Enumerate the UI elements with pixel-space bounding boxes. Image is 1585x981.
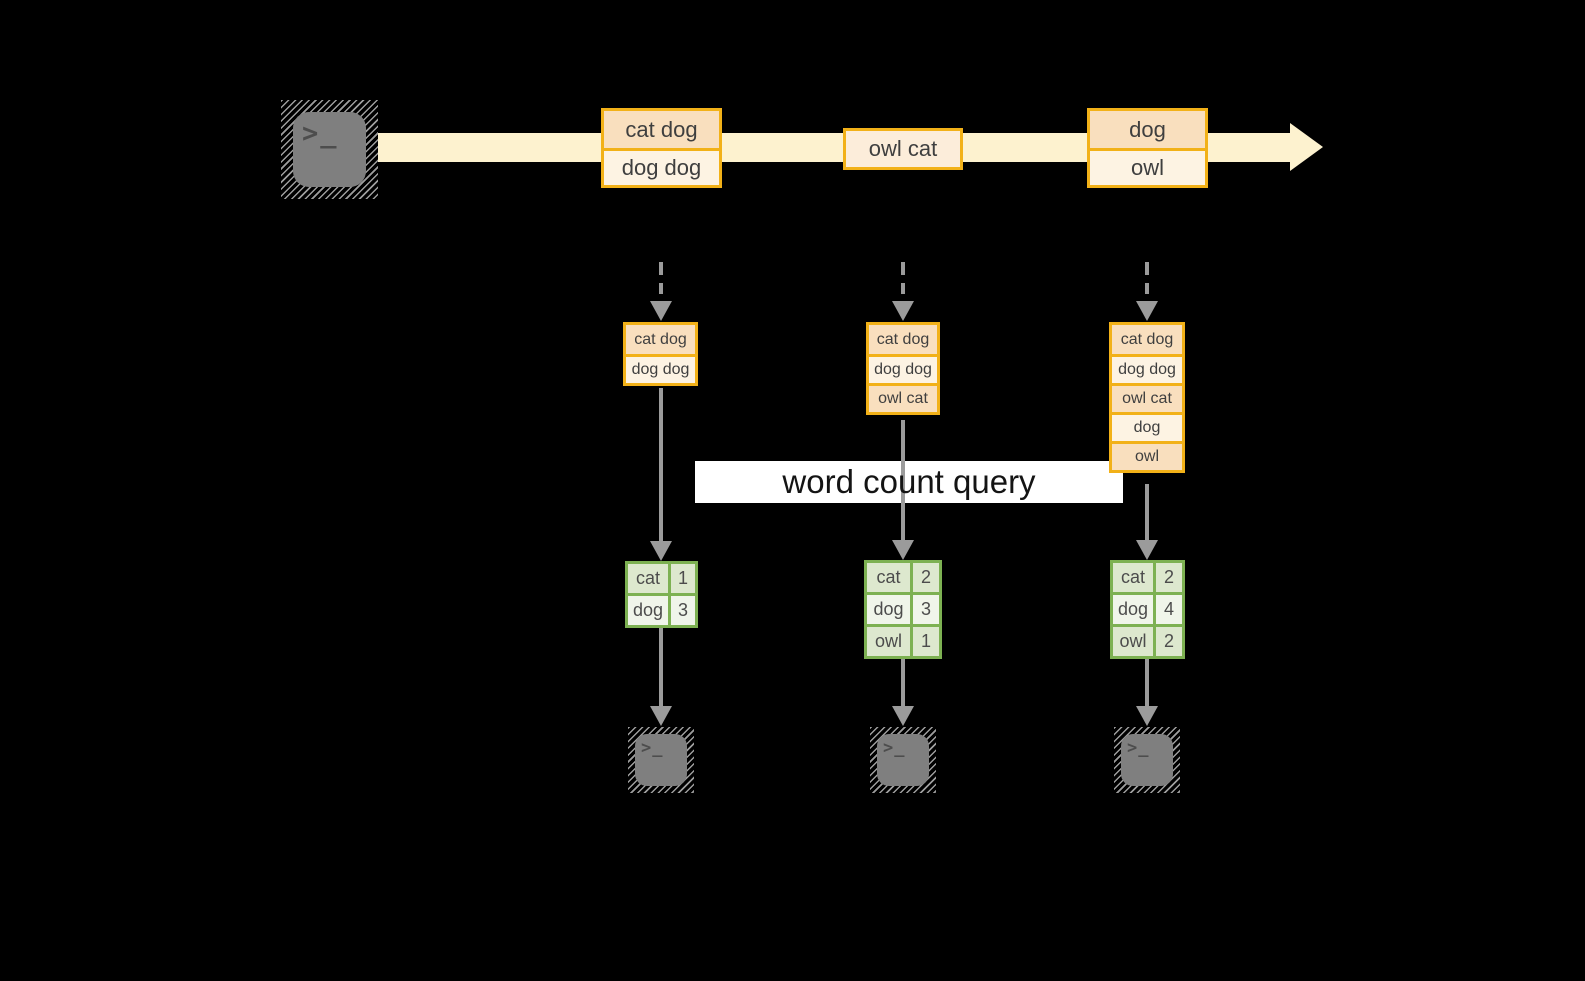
output-terminal-icon-1: >_ (628, 727, 694, 793)
output-terminal-screen: >_ (635, 734, 687, 786)
stream-event-text: owl cat (846, 131, 960, 167)
table-to-output-arrow-1 (659, 627, 663, 707)
snapshot-event-text: dog dog (869, 354, 937, 383)
table-count-cell: 2 (913, 563, 939, 592)
snapshot-event-text: owl (1112, 441, 1182, 470)
output-terminal-icon-3: >_ (1114, 727, 1180, 793)
snapshot-event-text: cat dog (1112, 325, 1182, 354)
source-terminal-icon: >_ (281, 100, 378, 199)
state-to-table-arrow-1 (659, 388, 663, 542)
table-word-cell: cat (867, 563, 910, 592)
table-to-output-arrow-2 (901, 658, 905, 706)
table-count-cell: 2 (1156, 563, 1182, 592)
stream-event-text: cat dog (604, 111, 719, 148)
word-count-table-1: cat 1 dog 3 (625, 561, 698, 628)
snapshot-event-text: dog (1112, 412, 1182, 441)
stream-to-state-dashed-arrow-1 (659, 262, 663, 294)
stream-event-box-3: dog owl (1087, 108, 1208, 188)
output-terminal-screen: >_ (877, 734, 929, 786)
terminal-prompt-glyph: >_ (883, 738, 906, 758)
snapshot-event-text: cat dog (869, 325, 937, 354)
stream-event-box-2: owl cat (843, 128, 963, 170)
query-label-band (695, 461, 1123, 503)
arrowhead-icon (650, 541, 672, 561)
table-count-cell: 4 (1156, 595, 1182, 624)
arrowhead-icon (1136, 301, 1158, 321)
arrowhead-icon (1136, 706, 1158, 726)
state-snapshot-box-3: cat dog dog dog owl cat dog owl (1109, 322, 1185, 473)
state-to-table-arrow-2 (901, 420, 905, 540)
stream-event-text: owl (1090, 148, 1205, 185)
arrowhead-icon (892, 706, 914, 726)
table-to-output-arrow-3 (1145, 658, 1149, 706)
stream-event-text: dog (1090, 111, 1205, 148)
state-snapshot-box-1: cat dog dog dog (623, 322, 698, 386)
state-to-table-arrow-3 (1145, 484, 1149, 540)
table-word-cell: dog (1113, 595, 1153, 624)
table-count-cell: 3 (913, 595, 939, 624)
output-terminal-icon-2: >_ (870, 727, 936, 793)
word-count-table-2: cat 2 dog 3 owl 1 (864, 560, 942, 659)
arrowhead-icon (1136, 540, 1158, 560)
snapshot-event-text: dog dog (626, 354, 695, 383)
table-count-cell: 2 (1156, 627, 1182, 656)
table-word-cell: cat (628, 564, 668, 593)
arrowhead-icon (892, 301, 914, 321)
stream-timeline-arrowhead (1290, 123, 1323, 171)
table-count-cell: 1 (671, 564, 695, 593)
table-count-cell: 3 (671, 596, 695, 625)
terminal-prompt-glyph: >_ (1127, 738, 1150, 758)
snapshot-event-text: dog dog (1112, 354, 1182, 383)
table-count-cell: 1 (913, 627, 939, 656)
table-word-cell: dog (628, 596, 668, 625)
terminal-prompt-glyph: >_ (641, 738, 664, 758)
snapshot-event-text: owl cat (1112, 383, 1182, 412)
output-terminal-screen: >_ (1121, 734, 1173, 786)
arrowhead-icon (650, 706, 672, 726)
table-word-cell: dog (867, 595, 910, 624)
snapshot-event-text: owl cat (869, 383, 937, 412)
source-terminal-screen: >_ (293, 112, 366, 187)
stream-event-box-1: cat dog dog dog (601, 108, 722, 188)
terminal-prompt-glyph: >_ (302, 118, 339, 149)
snapshot-event-text: cat dog (626, 325, 695, 354)
state-snapshot-box-2: cat dog dog dog owl cat (866, 322, 940, 415)
table-word-cell: cat (1113, 563, 1153, 592)
stream-event-text: dog dog (604, 148, 719, 185)
query-label: word count query (782, 463, 1036, 500)
word-count-table-3: cat 2 dog 4 owl 2 (1110, 560, 1185, 659)
stream-to-state-dashed-arrow-3 (1145, 262, 1149, 294)
table-word-cell: owl (867, 627, 910, 656)
stream-to-state-dashed-arrow-2 (901, 262, 905, 294)
table-word-cell: owl (1113, 627, 1153, 656)
arrowhead-icon (650, 301, 672, 321)
arrowhead-icon (892, 540, 914, 560)
